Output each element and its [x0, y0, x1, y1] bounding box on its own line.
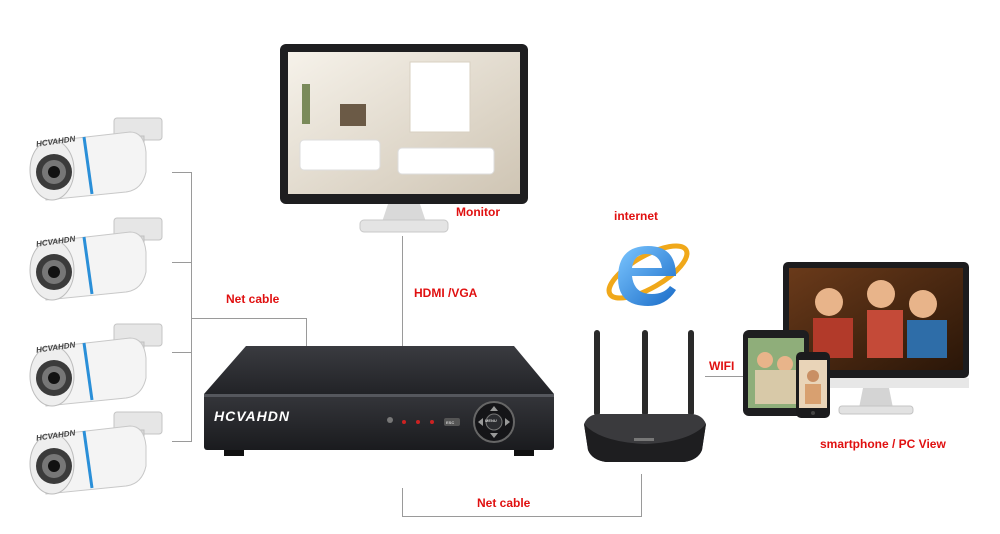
- wifi-line: [705, 376, 743, 377]
- dvr-icon: [204, 346, 554, 456]
- dvr-brand: HCVAHDN: [214, 408, 290, 424]
- net-cable-label: Net cable: [226, 292, 280, 306]
- monitor-label: Monitor: [456, 205, 500, 219]
- net-cable-line: [191, 318, 307, 319]
- bottom-cable-line: [402, 488, 403, 517]
- monitor-icon: [280, 44, 528, 233]
- pc-monitor-icon: [783, 262, 969, 415]
- view-label: smartphone / PC View: [820, 437, 946, 451]
- wifi-label: WIFI: [709, 359, 735, 373]
- bottom-cable-line: [402, 516, 642, 517]
- internet-explorer-icon: [606, 243, 690, 306]
- camera-bus-line: [172, 172, 192, 173]
- camera-bus-line: [172, 352, 192, 353]
- internet-label: internet: [614, 209, 659, 223]
- router-icon: [584, 330, 706, 462]
- dvr-esc-label: ESC: [446, 420, 455, 425]
- camera-bus-vertical: [191, 172, 192, 442]
- bullet-camera-icon: [29, 323, 163, 407]
- tablet-icon: [743, 330, 809, 416]
- hdmi-vga-label: HDMI /VGA: [414, 286, 478, 300]
- camera-bus-line: [172, 441, 192, 442]
- dvr-menu-label: MENU: [485, 418, 497, 423]
- smartphone-icon: [796, 352, 830, 418]
- net-cable-line: [306, 318, 307, 346]
- bullet-camera-icon: [29, 117, 163, 201]
- bullet-camera-icon: [29, 411, 163, 495]
- bullet-camera-icon: [29, 217, 163, 301]
- net-cable-bottom-label: Net cable: [477, 496, 531, 510]
- bottom-cable-line: [641, 474, 642, 517]
- camera-bus-line: [172, 262, 192, 263]
- hdmi-line: [402, 236, 403, 347]
